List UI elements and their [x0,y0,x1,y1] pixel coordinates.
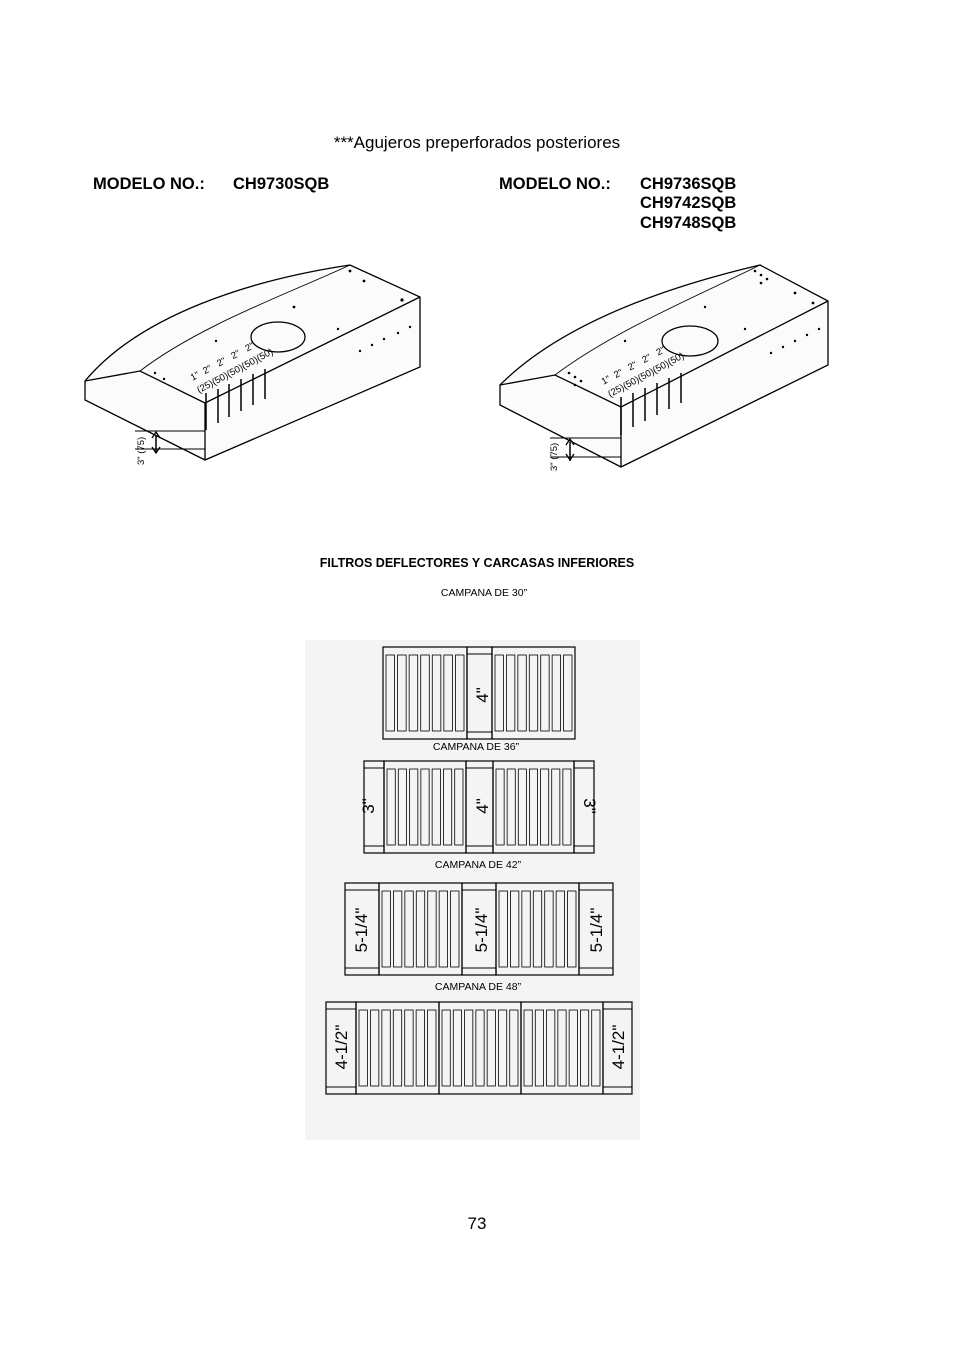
model-heading-left: MODELO NO.: CH9730SQB [93,174,473,198]
bottom-spacer [578,882,614,976]
hood-diagram-left: 1" 2" 2" 2" 2" (25)(50)(50)(50)(50) 3" (… [84,264,421,465]
pre-drilled-holes-note: ***Agujeros preperforados posteriores [333,133,621,152]
spacer-label: 3" [580,798,599,814]
filter-slot [517,768,527,846]
filter-slot [397,654,407,732]
filter-slot [370,1009,380,1087]
spacer-label: 4-1/2" [332,1025,351,1070]
filter-slot [551,768,561,846]
model-number: CH9736SQB [640,175,737,193]
hood-caption-30: CAMPANA DE 30” [440,587,528,599]
filter-slot [563,654,573,732]
filter-slot [495,768,505,846]
filter-slot [534,1009,544,1087]
filter-slot [568,1009,578,1087]
page-number: 73 [467,1214,487,1233]
filter-slot [420,768,430,846]
spacer-label: 5-1/4" [587,908,606,953]
filter-slot [420,654,430,732]
filter-slot [427,1009,437,1087]
filter-slot [443,768,453,846]
filter-slot [509,1009,519,1087]
model-label: MODELO NO.: [93,175,205,193]
spacer-label: 5-1/4" [352,908,371,953]
filter-slot [510,890,520,968]
spacer-label: 4-1/2" [609,1025,628,1070]
filter-slot [452,1009,462,1087]
hood-caption-36: CAMPANA DE 36” [432,741,520,753]
model-number: CH9730SQB [233,175,330,193]
filter-slot [381,890,391,968]
filter-slot [498,890,508,968]
model-label: MODELO NO.: [499,175,611,193]
filter-slot [409,768,419,846]
filter-slot [532,890,543,968]
baffle-filter-layouts: 4" 3" 4" 3" 5-1/4" 5-1/4" 5-1/4" 4-1/2" … [305,640,640,1140]
spacer-label: 4" [473,687,492,703]
bottom-spacer [602,1001,633,1095]
filter-slot [454,768,464,846]
model-heading-right: MODELO NO.: CH9736SQB CH9742SQB CH9748SQ… [499,174,879,238]
filter-slot [431,768,441,846]
filter-slot [475,1009,485,1087]
filter-slot [506,654,516,732]
filter-slot [441,1009,451,1087]
filter-slot [438,890,448,968]
filter-slot [392,1009,403,1087]
model-number: CH9742SQB [640,194,737,212]
filter-slot [557,1009,567,1087]
filter-slot [386,768,396,846]
filter-slot [546,1009,556,1087]
filter-slot [443,654,453,732]
filter-slot [562,768,572,846]
filter-slot [404,1009,414,1087]
filter-slot [544,890,554,968]
filter-slot [415,1009,425,1087]
spacer-label: 3" [359,798,378,814]
filter-slot [358,1009,368,1087]
height-label: 3" (75) [549,443,560,471]
filter-slot [486,1009,496,1087]
filter-slot [431,654,442,732]
filter-slot [521,890,531,968]
filter-slot [506,768,516,846]
hood-diagram-right: 1" 2" 2" 2" 2" (25)(50)(50)(50)(50) 3" (… [499,264,829,471]
filter-slot [408,654,419,732]
spacer-label: 5-1/4" [472,908,491,953]
filter-slot [580,1009,590,1087]
filter-slot [591,1009,601,1087]
filter-slot [523,1009,533,1087]
filter-slot [393,890,403,968]
filter-slot [450,890,460,968]
spacer-label: 4" [473,798,492,814]
section-title: FILTROS DEFLECTORES Y CARCASAS INFERIORE… [319,556,635,570]
filter-slot [540,768,550,846]
filter-slot [385,654,395,732]
model-number: CH9748SQB [640,214,737,232]
hood-caption-48: CAMPANA DE 48” [434,981,522,993]
filter-slot [555,890,565,968]
filter-slot [517,654,527,732]
filter-slot [567,890,577,968]
bottom-spacer [573,760,595,854]
filter-slot [464,1009,474,1087]
filter-slot [455,654,465,732]
filter-slot [551,654,561,732]
filter-slot [381,1009,391,1087]
filter-slot [397,768,407,846]
filter-slot [528,654,539,732]
hood-caption-42: CAMPANA DE 42” [434,859,522,871]
filter-slot [540,654,550,732]
filter-slot [404,890,414,968]
filter-slot [494,654,504,732]
filter-slot [415,890,426,968]
height-label: 3" (75) [136,437,147,465]
filter-slot [529,768,538,846]
baffle-filter [491,646,576,740]
filter-slot [498,1009,508,1087]
filter-slot [427,890,437,968]
